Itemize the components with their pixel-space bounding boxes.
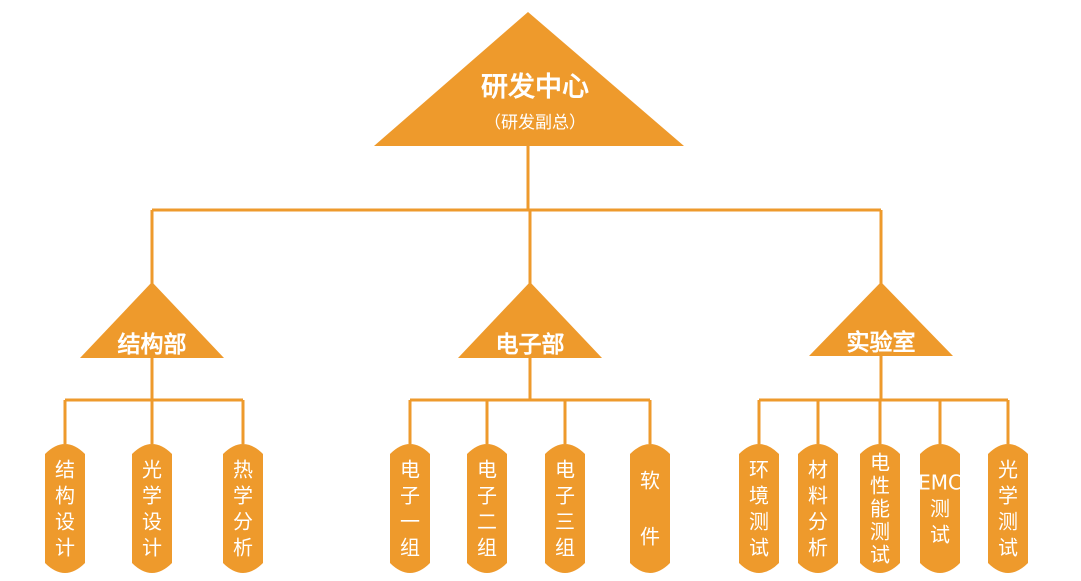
team-label: 光学测试 <box>998 458 1018 560</box>
department-triangle <box>458 282 602 358</box>
team-label: 结构设计 <box>55 458 75 560</box>
connector-lines <box>63 146 1010 444</box>
team-capsule <box>798 444 838 573</box>
team-label: 光学设计 <box>142 458 162 560</box>
team-label: 电子一组 <box>400 458 420 560</box>
team-node: 电子一组 <box>390 444 430 573</box>
team-label: 环境测试 <box>749 458 769 560</box>
team-label: 材料分析 <box>808 458 828 560</box>
team-capsule <box>920 444 960 573</box>
department-name: 结构部 <box>118 331 187 358</box>
root-subtitle: （研发副总） <box>484 113 586 133</box>
team-label: 电性能测试 <box>870 451 890 567</box>
team-capsule <box>988 444 1028 573</box>
team-capsule <box>390 444 430 573</box>
team-capsule <box>860 444 900 573</box>
team-label: 软件 <box>640 469 660 549</box>
root-triangle <box>374 12 684 146</box>
team-capsule <box>223 444 263 573</box>
team-node: 光学测试 <box>988 444 1028 573</box>
team-node: 材料分析 <box>798 444 838 573</box>
team-node: 热学分析 <box>223 444 263 573</box>
team-node: 光学设计 <box>132 444 172 573</box>
team-node: 环境测试 <box>739 444 779 573</box>
team-capsule <box>545 444 585 573</box>
department-triangle <box>80 282 224 358</box>
team-node: 软件 <box>630 444 670 573</box>
team-node: 结构设计 <box>45 444 85 573</box>
team-node: 电性能测试 <box>860 444 900 573</box>
root-node: 研发中心 （研发副总） <box>374 12 684 146</box>
team-capsule <box>467 444 507 573</box>
department-nodes: 结构部 电子部 实验室 <box>80 282 953 358</box>
team-label: 电子三组 <box>555 458 575 560</box>
team-label: 热学分析 <box>233 458 253 560</box>
team-label: 电子二组 <box>477 458 497 560</box>
team-capsule <box>739 444 779 573</box>
team-capsule <box>132 444 172 573</box>
team-capsule <box>630 444 670 573</box>
team-node: 电子二组 <box>467 444 507 573</box>
team-nodes: 结构设计 光学设计 热学分析 电子一组 电子二组 电子三组 软件 环境测试 材料分析 电性能测试 E… <box>45 444 1028 573</box>
team-capsule <box>45 444 85 573</box>
department-name: 实验室 <box>847 329 916 356</box>
root-title: 研发中心 <box>481 71 589 103</box>
department-triangle <box>809 282 953 356</box>
department-name: 电子部 <box>496 331 565 358</box>
team-node: 电子三组 <box>545 444 585 573</box>
